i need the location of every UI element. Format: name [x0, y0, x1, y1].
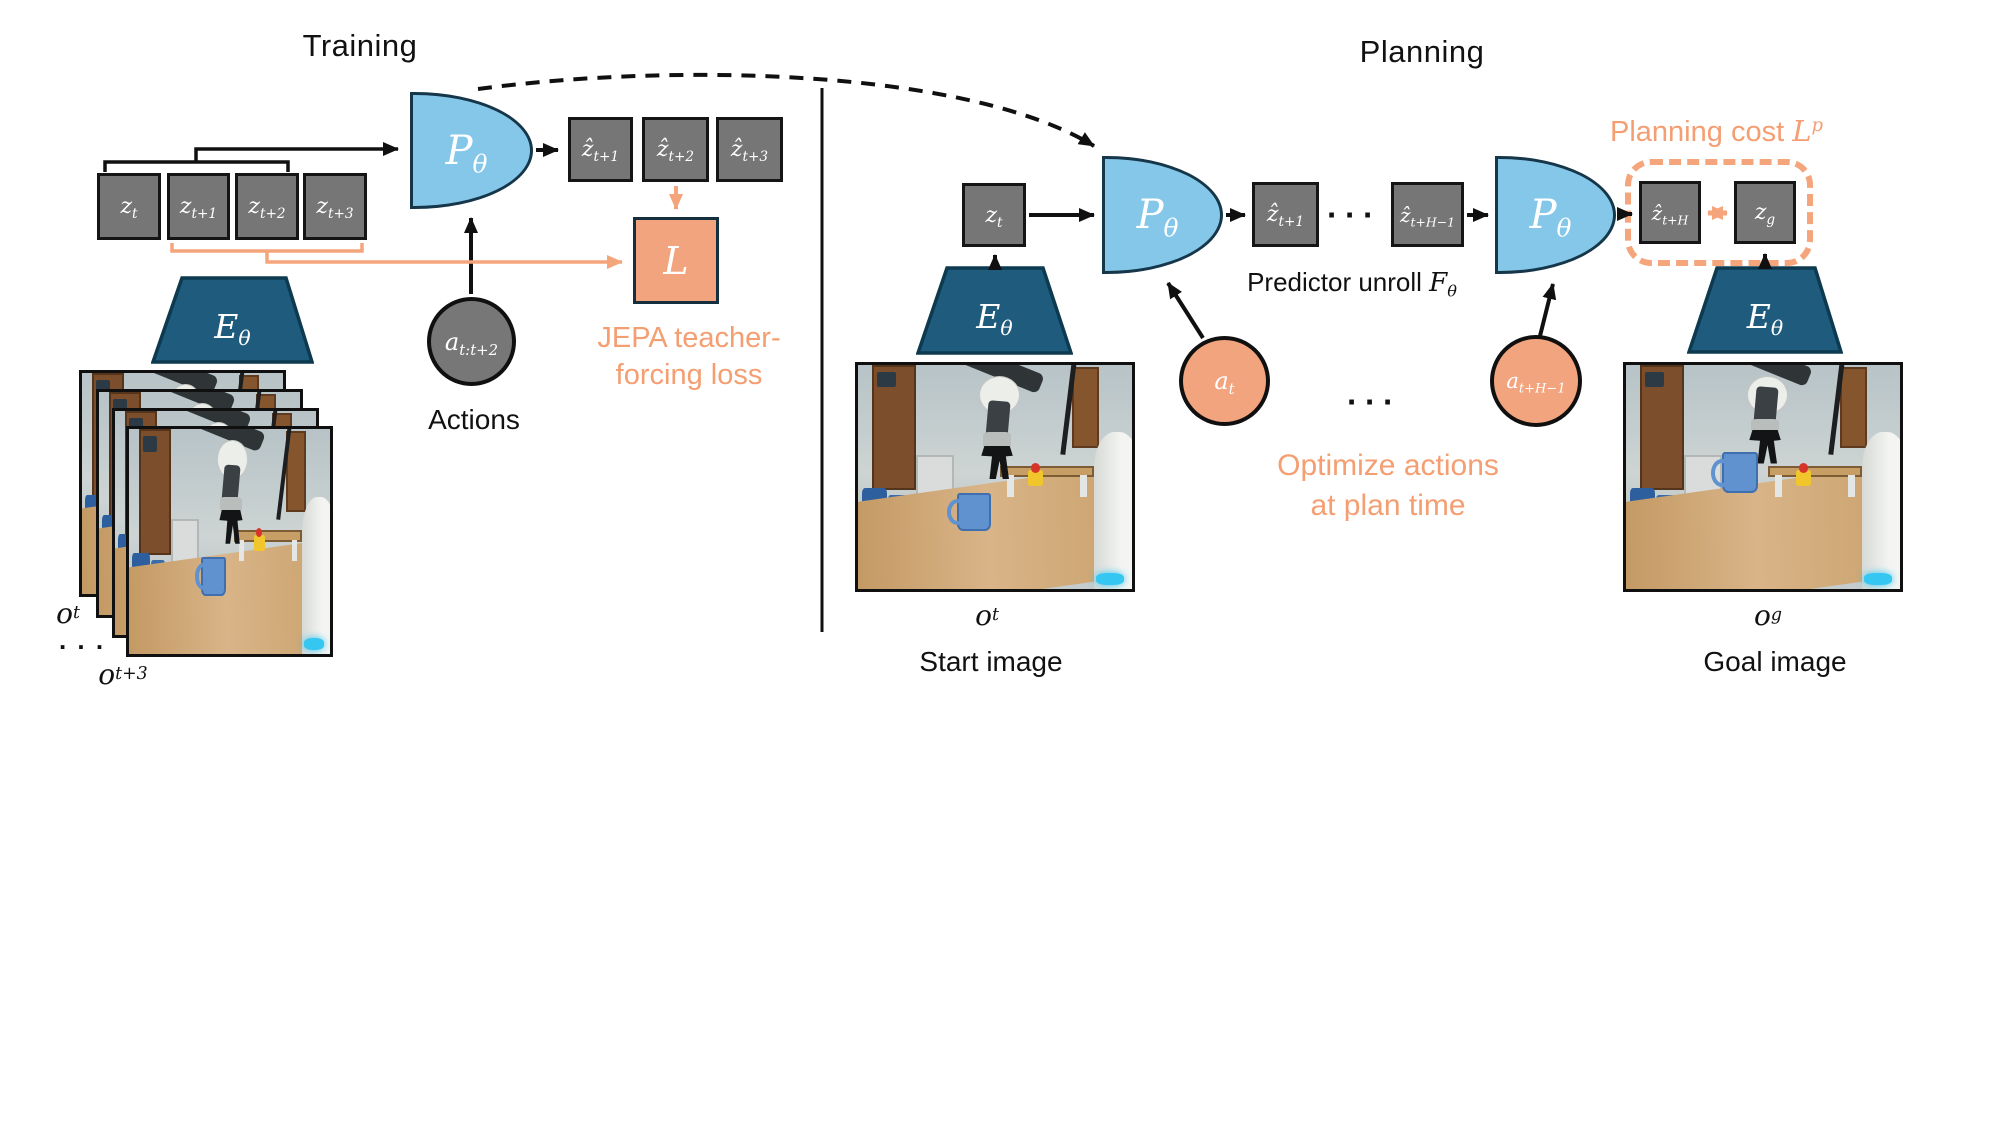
optimize-actions-caption: Optimize actions at plan time — [1277, 449, 1499, 522]
planning-goal-encoder: Eθ — [1687, 266, 1843, 354]
scene-wooden-bench — [1768, 465, 1862, 498]
planning-predictor-2: Pθ — [1495, 156, 1616, 274]
planning-start-encoder-label: Eθ — [976, 297, 1013, 341]
scene-blue-mug — [194, 557, 227, 596]
scene-robot-wrist — [982, 432, 1012, 448]
planning-action-dots: ··· — [1347, 383, 1401, 420]
scene-right-door — [1839, 367, 1868, 448]
training-section-title: Training — [302, 28, 418, 63]
scene-wooden-bench — [233, 530, 302, 562]
action-last-to-predictor-arrow — [1538, 283, 1557, 337]
planning-goal-encoder-label: Eθ — [1746, 296, 1784, 340]
pred-box-zhat-t1: ẑt+1 — [568, 117, 633, 182]
planning-pred-zhat-tH: ẑt+H — [1639, 181, 1701, 244]
loss-box: L — [633, 217, 719, 304]
scene-robot-wrist — [220, 496, 242, 513]
actions-label: Actions — [428, 404, 520, 435]
targets-to-loss-arrow — [265, 251, 623, 269]
scene-robot-gripper — [981, 445, 1013, 480]
training-encoder-label: Eθ — [214, 306, 251, 350]
encoder-trapezoid-shape — [916, 266, 1073, 355]
goal-image — [1623, 362, 1903, 592]
scene-emergency-stop — [253, 527, 265, 551]
latent-box-zt: zt — [97, 173, 161, 240]
scene-robot-base — [1093, 432, 1132, 589]
start-image — [855, 362, 1135, 592]
scene-robot-base — [1861, 432, 1900, 589]
goal-image-caption: Goal image — [1703, 646, 1847, 677]
context-to-predictor-arrow — [194, 142, 399, 162]
latent-box-zt2: zt+2 — [235, 173, 299, 240]
scene-emergency-stop — [1795, 463, 1811, 486]
training-obs-dots: . . . — [58, 624, 106, 655]
planning-start-encoder: Eθ — [916, 266, 1073, 355]
target-bracket — [170, 243, 364, 253]
encoder-trapezoid-shape — [1687, 266, 1843, 354]
planning-pred-zhat-t1: ẑt+1 — [1252, 182, 1319, 247]
scene-wooden-bench — [1000, 465, 1094, 498]
scene-blue-mug — [1711, 452, 1758, 493]
planning-action-last-circle: at+H−1 — [1490, 335, 1582, 427]
jepa-loss-caption: JEPA teacher- forcing loss — [597, 322, 781, 391]
latent-box-zt1: zt+1 — [167, 173, 230, 240]
training-observation-image-front — [126, 426, 333, 657]
training-actions-circle: at:t+2 — [427, 297, 516, 386]
encoder-trapezoid-shape — [151, 276, 314, 364]
start-image-caption: Start image — [919, 646, 1063, 677]
scene-robot-gripper — [219, 510, 243, 544]
scene-emergency-stop — [1027, 463, 1043, 486]
scene-blue-mug — [946, 492, 991, 531]
planning-section-title: Planning — [1359, 34, 1485, 69]
scene-led-glow — [1864, 573, 1892, 585]
scene-robot-joint — [217, 440, 248, 479]
pred-box-zhat-t2: ẑt+2 — [642, 117, 709, 182]
scene-door-sign — [143, 435, 158, 452]
planning-cost-caption: Planning cost Lp — [1610, 113, 1823, 148]
training-encoder: Eθ — [151, 276, 314, 364]
scene-right-door — [285, 431, 306, 513]
scene-led-glow — [1096, 573, 1124, 585]
scene-door-sign — [1645, 371, 1665, 388]
planning-latent-zt: zt — [962, 183, 1026, 247]
scene-robot-joint — [978, 376, 1020, 415]
training-predictor: Pθ — [410, 92, 533, 209]
scene-door-sign — [877, 371, 897, 388]
scene-right-door — [1071, 367, 1100, 448]
planning-action-first-circle: at — [1179, 336, 1270, 426]
pred-box-zhat-t3: ẑt+3 — [716, 117, 783, 182]
latent-box-zt3: zt+3 — [303, 173, 367, 240]
action-first-to-predictor-arrow — [1166, 281, 1205, 340]
planning-pred-zhat-tH1: ẑt+H−1 — [1391, 182, 1464, 247]
planning-goal-latent-zg: zg — [1734, 181, 1796, 244]
scene-robot-base — [301, 496, 330, 654]
planning-predictor-1: Pθ — [1102, 156, 1223, 274]
predictor-unroll-caption: Predictor unroll Fθ — [1247, 266, 1457, 301]
scene-led-glow — [303, 638, 324, 650]
context-bracket — [103, 160, 290, 172]
planning-latent-dots: ··· — [1327, 196, 1381, 233]
